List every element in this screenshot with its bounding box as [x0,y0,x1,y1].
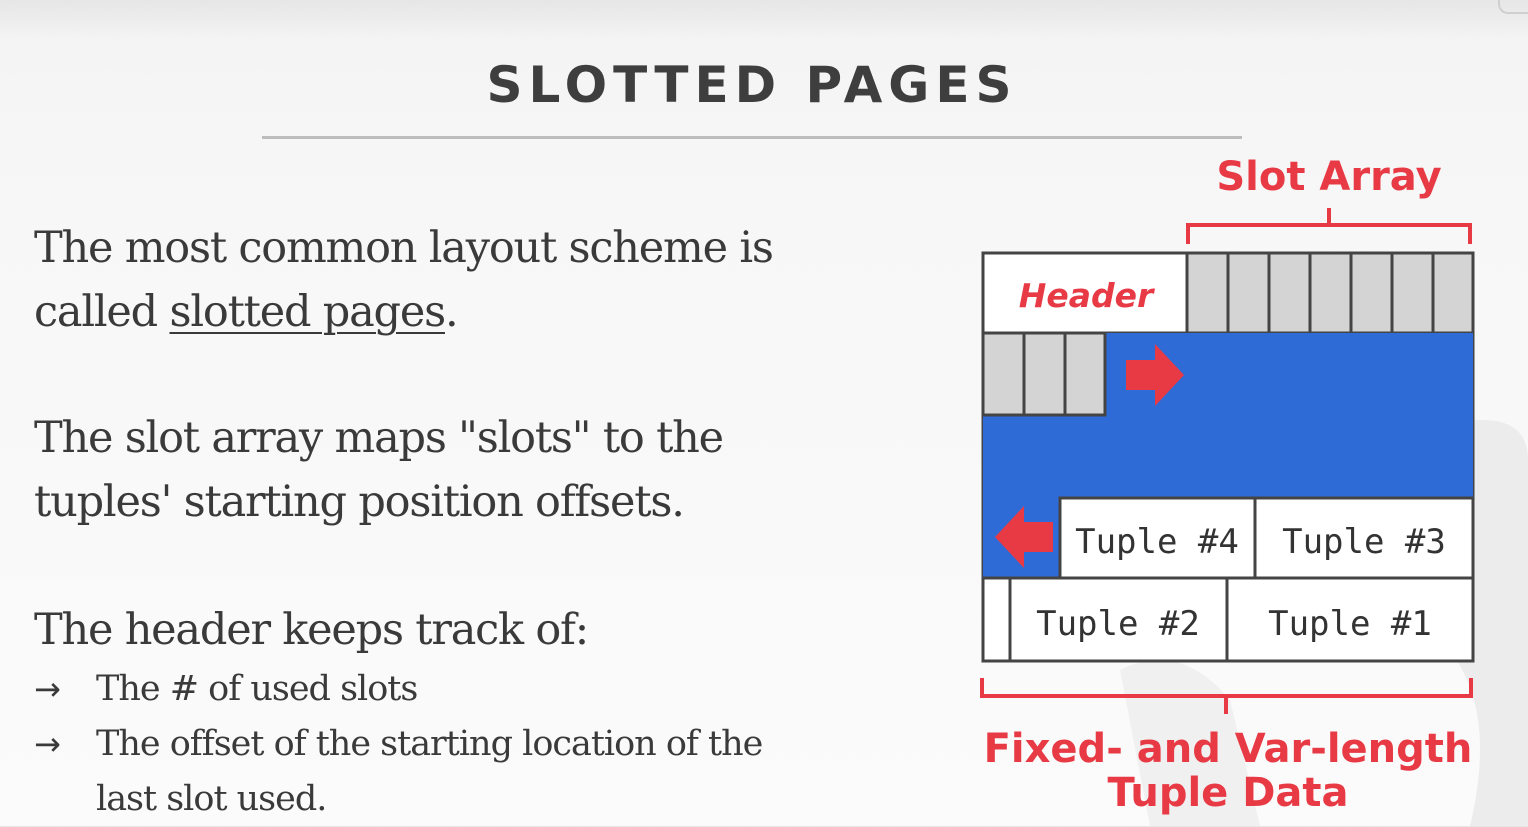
slotted-pages-term: slotted pages [169,287,446,337]
paragraph-text: . [444,287,459,337]
tuple-label: Tuple #3 [1282,522,1446,562]
window-corner [1498,0,1528,14]
slot-array-second-row [981,331,1107,417]
tuple-label: Tuple #4 [1075,522,1239,562]
arrow-right-icon: → [34,670,61,708]
tuple-label: Tuple #2 [1036,604,1200,644]
slot-cell [1349,251,1394,335]
slot-cell [1226,251,1271,335]
tuple-label: Tuple #1 [1268,604,1432,644]
tuple-gap-cell [981,576,1012,663]
slot-cell [1022,331,1067,417]
tuple-data-label-line1: Fixed- and Var-length [984,726,1473,772]
tuple-cell-2 [1008,576,1229,663]
tuple-cell-1 [1225,576,1475,663]
slot-cell [1063,331,1107,417]
slide-title: SLOTTED PAGES [486,56,1018,114]
list-item: → The offset of the starting location of… [34,717,763,827]
slot-array-bracket [1186,208,1472,244]
arrow-right-icon [1126,344,1184,406]
slot-cell [1308,251,1353,335]
slot-cell [1390,251,1435,335]
paragraph-slot-array: The slot array maps "slots" to the tuple… [34,406,724,534]
header-label: Header [1019,276,1155,315]
arrow-right-icon: → [34,725,61,763]
tuple-data-bracket [980,678,1473,714]
slot-cell [1185,251,1230,335]
paragraph-line: The most common layout scheme is [34,223,774,273]
bullet-text: The offset of the starting location of t… [96,724,763,764]
slot-array-label: Slot Array [1216,154,1441,200]
tuple-cell-3 [1253,496,1475,580]
bullet-text: The # of used slots [96,669,418,709]
paragraph-layout-scheme: The most common layout scheme is called … [34,216,774,344]
paragraph-line: tuples' starting position offsets. [34,477,685,527]
slot-cell [1267,251,1312,335]
title-divider [262,136,1242,139]
list-item: → The # of used slots [34,662,762,717]
paragraph-header: The header keeps track of: [34,605,589,655]
arrow-left-icon [995,506,1053,568]
slot-array-top-row [1185,251,1475,335]
bullet-text: last slot used. [96,779,327,819]
paragraph-line: The slot array maps "slots" to the [34,413,724,463]
tuple-data-label-line2: Tuple Data [1107,770,1348,816]
slot-cell [981,331,1026,417]
header-bullet-list: → The # of used slots → The offset of th… [34,662,763,827]
slot-cell [1431,251,1475,335]
paragraph-text: called [34,287,170,337]
